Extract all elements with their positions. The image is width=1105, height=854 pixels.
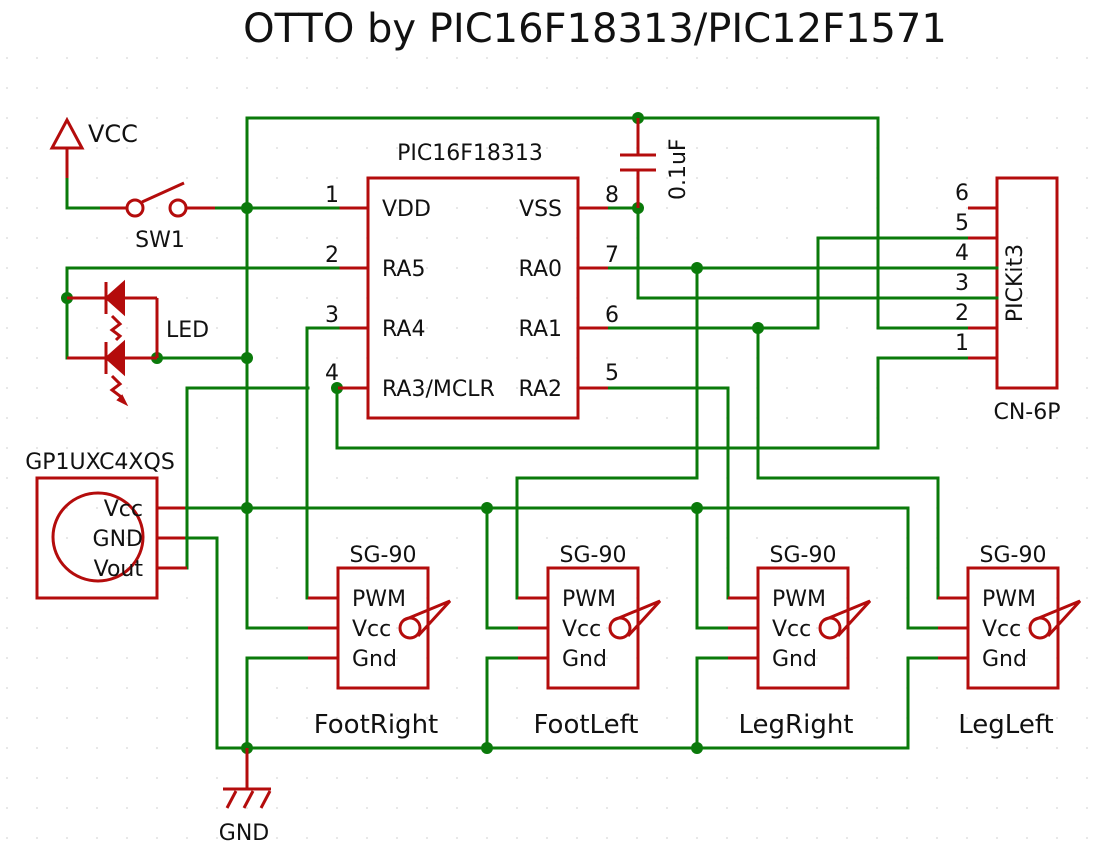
connector-pin-number: 6 bbox=[955, 181, 969, 206]
sensor-pin-label: GND bbox=[93, 527, 143, 552]
servo-pin-label: Vcc bbox=[982, 617, 1021, 642]
mcu-pin-name: RA1 bbox=[519, 317, 562, 342]
connector-pin-number: 2 bbox=[955, 301, 969, 326]
led-label: LED bbox=[166, 318, 209, 343]
mcu-pin-name: RA0 bbox=[519, 257, 562, 282]
servo-pin-label: PWM bbox=[562, 587, 616, 612]
gnd-label: GND bbox=[219, 821, 269, 846]
mcu-pin-number: 8 bbox=[605, 183, 619, 208]
connector-pin-number: 3 bbox=[955, 271, 969, 296]
connector-ref: CN-6P bbox=[993, 400, 1060, 425]
servo-part-label: SG-90 bbox=[350, 543, 417, 568]
gnd-symbol: GND bbox=[219, 748, 272, 846]
connector-pin-number: 5 bbox=[955, 211, 969, 236]
sensor-pin-label: Vcc bbox=[104, 497, 143, 522]
servo-name: LegLeft bbox=[958, 710, 1053, 740]
servo-pin-label: Vcc bbox=[562, 617, 601, 642]
servo-pin-label: Gnd bbox=[352, 647, 397, 672]
vcc-label: VCC bbox=[88, 120, 138, 148]
servo-name: LegRight bbox=[739, 710, 854, 740]
mcu-pin-number: 4 bbox=[325, 361, 339, 386]
junctions bbox=[61, 112, 764, 754]
servo-pin-label: PWM bbox=[352, 587, 406, 612]
sensor-part-label: GP1UXC4XQS bbox=[25, 450, 175, 475]
sensor-pin-label: Vout bbox=[94, 557, 144, 582]
servo-name: FootLeft bbox=[534, 710, 639, 740]
led-bottom-icon bbox=[104, 339, 125, 377]
ir-sensor: GP1UXC4XQS Vcc GND Vout bbox=[25, 450, 187, 600]
schematic-title: OTTO by PIC16F18313/PIC12F1571 bbox=[243, 6, 947, 52]
led-pair: LED bbox=[67, 279, 209, 407]
mcu-pin-name: RA5 bbox=[382, 257, 425, 282]
switch-sw1: SW1 bbox=[100, 181, 215, 253]
mcu-part-label: PIC16F18313 bbox=[397, 141, 543, 166]
mcu-pin-number: 6 bbox=[605, 303, 619, 328]
connector-name: PICKit3 bbox=[1003, 244, 1028, 322]
capacitor-value: 0.1uF bbox=[666, 138, 691, 200]
mcu-pin-number: 2 bbox=[325, 243, 339, 268]
mcu-pin-name: VSS bbox=[519, 197, 562, 222]
servo-pin-label: Gnd bbox=[982, 647, 1027, 672]
mcu-pin-name: VDD bbox=[382, 197, 431, 222]
servo-part-label: SG-90 bbox=[560, 543, 627, 568]
servo-pin-label: Vcc bbox=[352, 617, 391, 642]
mcu-pin-number: 7 bbox=[605, 243, 619, 268]
servo-part-label: SG-90 bbox=[770, 543, 837, 568]
mcu-pin-name: RA4 bbox=[382, 317, 425, 342]
servo-part-label: SG-90 bbox=[980, 543, 1047, 568]
servo-name: FootRight bbox=[314, 710, 439, 740]
servo-pin-label: Gnd bbox=[772, 647, 817, 672]
mcu-pin-number: 1 bbox=[325, 183, 339, 208]
servo-pin-label: Vcc bbox=[772, 617, 811, 642]
mcu-pin-number: 3 bbox=[325, 303, 339, 328]
led-top-icon bbox=[104, 279, 125, 317]
mcu-pin-number: 5 bbox=[605, 361, 619, 386]
mcu-pic16f18313: PIC16F18313 1 2 3 4 VDD RA5 RA4 RA3/MCLR… bbox=[306, 141, 619, 420]
connector-pin-number: 1 bbox=[955, 331, 969, 356]
mcu-pin-name: RA2 bbox=[519, 377, 562, 402]
servo-pin-label: Gnd bbox=[562, 647, 607, 672]
wires bbox=[65, 116, 970, 750]
servo-pin-label: PWM bbox=[982, 587, 1036, 612]
switch-label: SW1 bbox=[135, 228, 185, 253]
vcc-arrow-icon bbox=[49, 116, 85, 150]
pickit3-connector: 6 5 4 3 2 1 PICKit3 CN-6P bbox=[955, 176, 1061, 425]
vcc-symbol: VCC bbox=[49, 116, 138, 178]
capacitor: 0.1uF bbox=[620, 118, 691, 208]
connector-pin-number: 4 bbox=[955, 241, 969, 266]
mcu-pin-name: RA3/MCLR bbox=[382, 377, 495, 402]
servo-pin-label: PWM bbox=[772, 587, 826, 612]
